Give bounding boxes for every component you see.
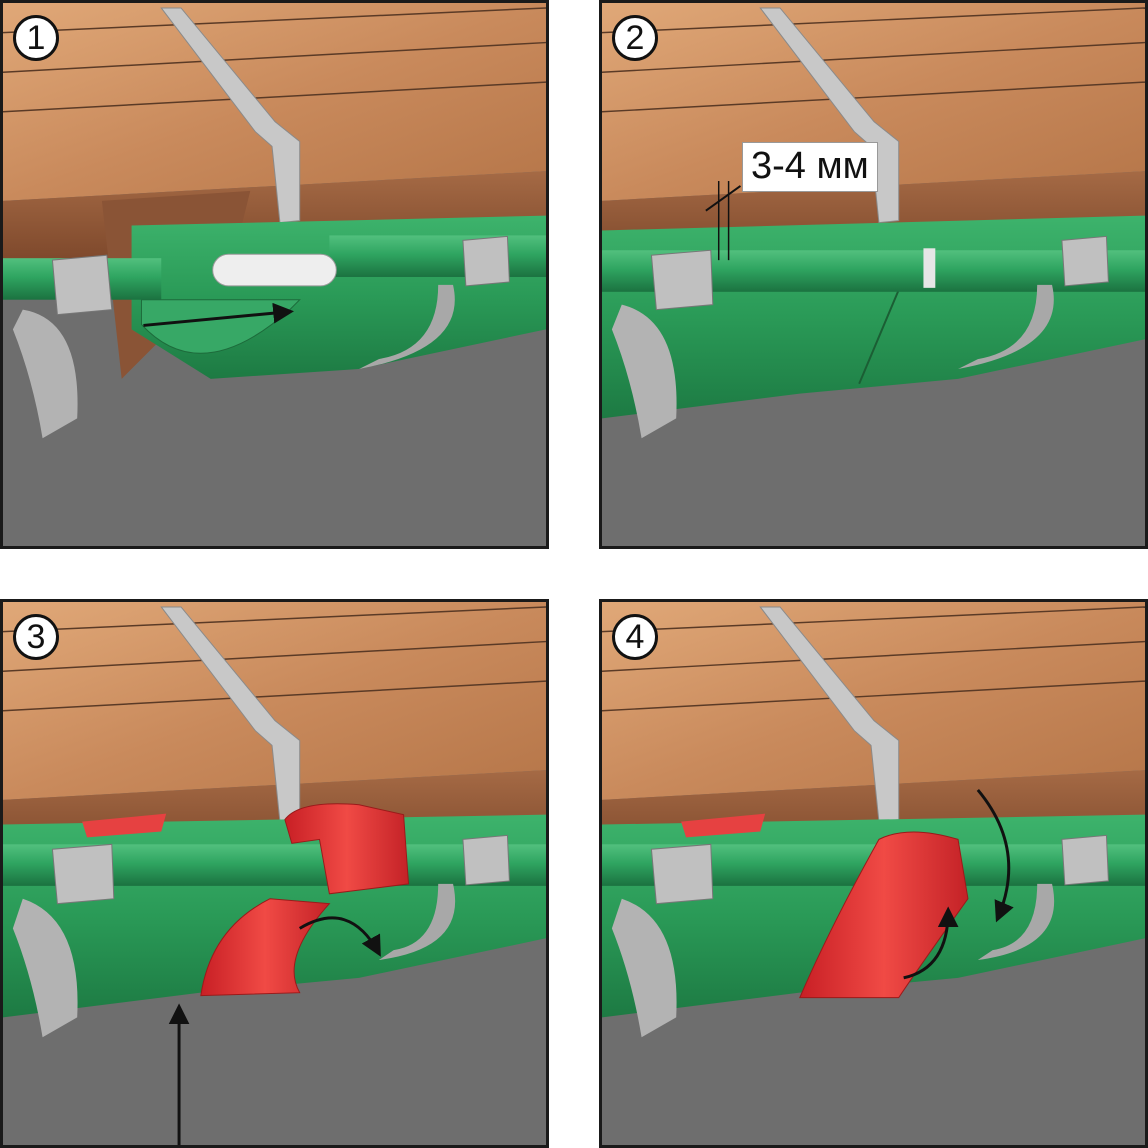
step-panel-3: 3 — [0, 599, 549, 1148]
step-number-badge: 4 — [612, 614, 658, 660]
rotate-down-arrow — [976, 788, 1014, 923]
step-panel-2: 2 3-4 мм — [599, 0, 1148, 549]
gutter-scene-4 — [602, 602, 1145, 1145]
bracket-right — [462, 235, 510, 287]
gap-dimension-label: 3-4 мм — [742, 142, 878, 192]
bracket-left — [51, 843, 115, 905]
red-joint-clip-top — [284, 803, 410, 895]
roof-boards — [602, 3, 1145, 201]
gutter-scene-2 — [602, 3, 1145, 546]
roof-boards — [3, 3, 546, 201]
step-number-badge: 2 — [612, 15, 658, 61]
step-number-badge: 1 — [13, 15, 59, 61]
bracket-left — [51, 254, 113, 316]
bracket-left — [650, 249, 714, 311]
hanger-strap — [160, 7, 301, 224]
bracket-left — [650, 843, 714, 905]
rotate-up-arrow — [903, 906, 959, 980]
step-panel-1: 1 — [0, 0, 549, 549]
small-red-clip — [82, 813, 167, 838]
small-red-clip — [681, 813, 766, 838]
hanger-strap — [759, 7, 900, 224]
white-tube — [212, 253, 337, 287]
gutter-seam — [858, 289, 900, 385]
bracket-right — [1061, 235, 1109, 287]
step-number-badge: 3 — [13, 614, 59, 660]
insert-arrow — [143, 302, 294, 327]
bracket-right — [462, 834, 510, 886]
bracket-right — [1061, 834, 1109, 886]
gutter-scene-1 — [3, 3, 546, 546]
roof-boards — [3, 602, 546, 800]
step-panel-4: 4 — [599, 599, 1148, 1148]
roof-boards — [602, 602, 1145, 800]
red-joint-clip-bottom — [200, 898, 331, 997]
gutter-scene-3 — [3, 602, 546, 1145]
rotate-arrow — [298, 916, 381, 957]
gutter-rod-right — [329, 235, 546, 277]
